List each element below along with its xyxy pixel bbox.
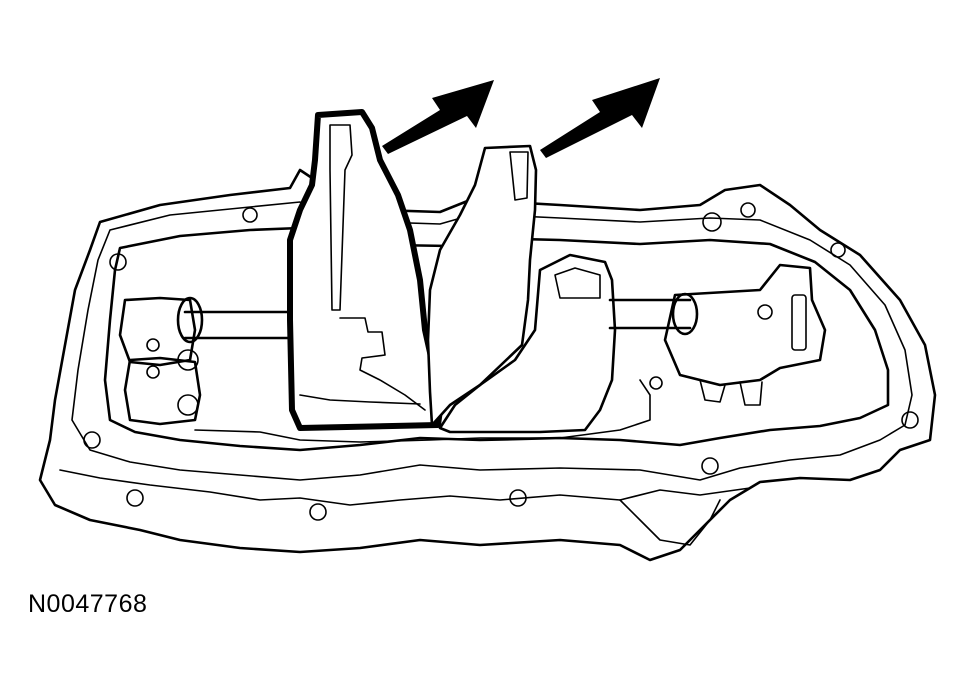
shaft-right: [608, 298, 692, 330]
right-pickup-assembly: [663, 263, 827, 406]
bolt-hole: [901, 411, 919, 429]
right-baffle: [426, 144, 617, 434]
bolt-hole: [242, 207, 258, 223]
left-baffle: [287, 109, 443, 431]
shaft-left: [183, 310, 297, 340]
rear-boss: [619, 499, 721, 546]
oil-pan-outer-flange: [38, 168, 937, 562]
bolt-hole: [309, 503, 327, 521]
sump-lip: [194, 379, 651, 443]
left-bosses: [118, 296, 204, 426]
right-baffle-arrow: [540, 78, 660, 158]
flange-bottom-detail: [59, 469, 751, 506]
bolt-hole: [740, 202, 756, 218]
bolt-hole: [702, 212, 722, 232]
pan-inner-well: [103, 226, 890, 452]
bolt-hole: [83, 431, 101, 449]
bolt-hole: [830, 242, 846, 258]
bolt-hole: [109, 253, 127, 271]
left-baffle-arrow: [382, 80, 494, 154]
gasket-line: [71, 201, 913, 481]
bolt-hole: [701, 457, 719, 475]
figure-id-label: N0047768: [28, 590, 148, 618]
bolt-hole: [126, 489, 144, 507]
bolt-hole: [649, 376, 663, 390]
